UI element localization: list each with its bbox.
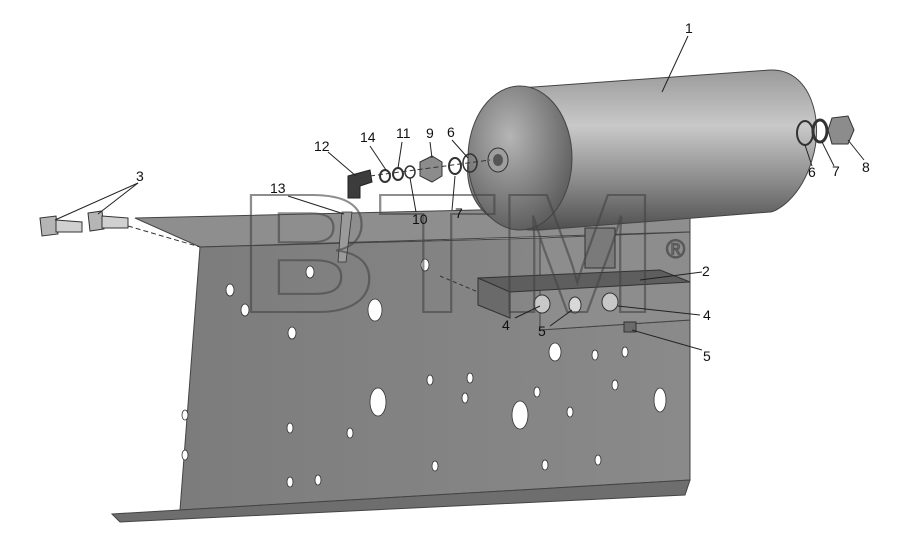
leader-line [397,141,403,169]
callout-9: 9 [426,125,434,141]
plug-icon [827,115,855,145]
bracket-2-side [477,277,511,319]
callout-13: 13 [270,180,286,196]
hole [431,460,439,472]
hole [591,349,599,361]
nut-icon [601,292,619,312]
hole [240,303,250,317]
hole [286,476,294,488]
callout-7: 7 [455,205,463,221]
leader-line [451,139,469,159]
drain-fittings [796,115,855,146]
callout-5: 5 [538,323,546,339]
callout-labels: 1 2 3 4 4 5 5 6 6 7 7 8 9 10 11 12 13 14 [136,20,870,364]
leader-line [369,145,387,171]
bolt-icon [55,219,83,233]
hole [287,326,297,340]
leader-line [661,35,689,93]
hole [305,265,315,279]
hole [367,298,383,322]
leader-line [804,144,813,167]
tube-icon [337,211,353,263]
callout-3: 3 [136,168,144,184]
callout-8: 8 [862,159,870,175]
callout-11: 11 [396,125,411,141]
bolt-icon [101,215,129,229]
leader-line [514,305,541,319]
hole [548,342,562,362]
callout-5: 5 [703,348,711,364]
elbow-fitting-icon [347,169,373,199]
leader-line [549,309,573,327]
bolt-icon [39,215,59,237]
callout-1: 1 [685,20,693,36]
callout-4: 4 [703,307,711,323]
leader-line [451,175,456,211]
hole [420,258,430,272]
tank-mounting-bracket [477,227,691,319]
ring-icon [379,169,391,183]
callout-4: 4 [502,317,510,333]
hole [461,392,469,404]
callout-10: 10 [412,211,428,227]
nut-icon [533,294,551,314]
leader-lines [54,35,865,351]
assembly-axis [369,159,491,177]
bracket-bottom-flange [110,479,691,523]
hole [511,400,529,430]
ring-icon [462,153,478,173]
leader-line [821,141,835,167]
hole [181,409,189,421]
callout-6: 6 [447,124,455,140]
washer-icon [623,321,637,333]
callout-6: 6 [808,164,816,180]
leader-line [97,182,139,215]
leader-line [631,329,703,351]
leader-line [847,139,865,161]
hole [541,459,549,471]
watermark-text: BTM [238,159,658,349]
washer-icon [568,296,582,314]
hole [466,372,474,384]
hole [594,454,602,466]
ring-icon [811,118,829,144]
mounting-holes [181,258,667,488]
leader-line [409,177,417,213]
tank-port-hole [493,154,503,166]
hole [653,387,667,413]
hole [286,422,294,434]
fasteners [533,292,637,333]
hole [225,283,235,297]
hole [426,374,434,386]
hole [314,474,322,486]
leader-line [327,151,357,177]
callout-2: 2 [702,263,710,279]
hole [369,387,387,417]
leader-line [287,195,345,215]
hole [621,346,629,358]
callout-14: 14 [360,129,376,145]
bolt-icon [87,210,105,232]
bolt-axis [127,225,201,248]
hole [611,379,619,391]
ring-icon [448,157,462,175]
bolts [39,210,201,248]
leader-line [54,182,139,221]
leader-line [429,141,433,159]
leader-line [639,271,703,281]
hole [181,449,189,461]
callout-12: 12 [314,138,330,154]
callout-7: 7 [832,163,840,179]
hole [346,427,354,439]
bracket-2-post [584,227,616,269]
hole [566,406,574,418]
hole [533,386,541,398]
leader-line [617,305,701,316]
air-tank [467,69,818,231]
watermark-registered-mark: ® [666,234,685,264]
watermark-logo: BTM ® [237,158,686,350]
